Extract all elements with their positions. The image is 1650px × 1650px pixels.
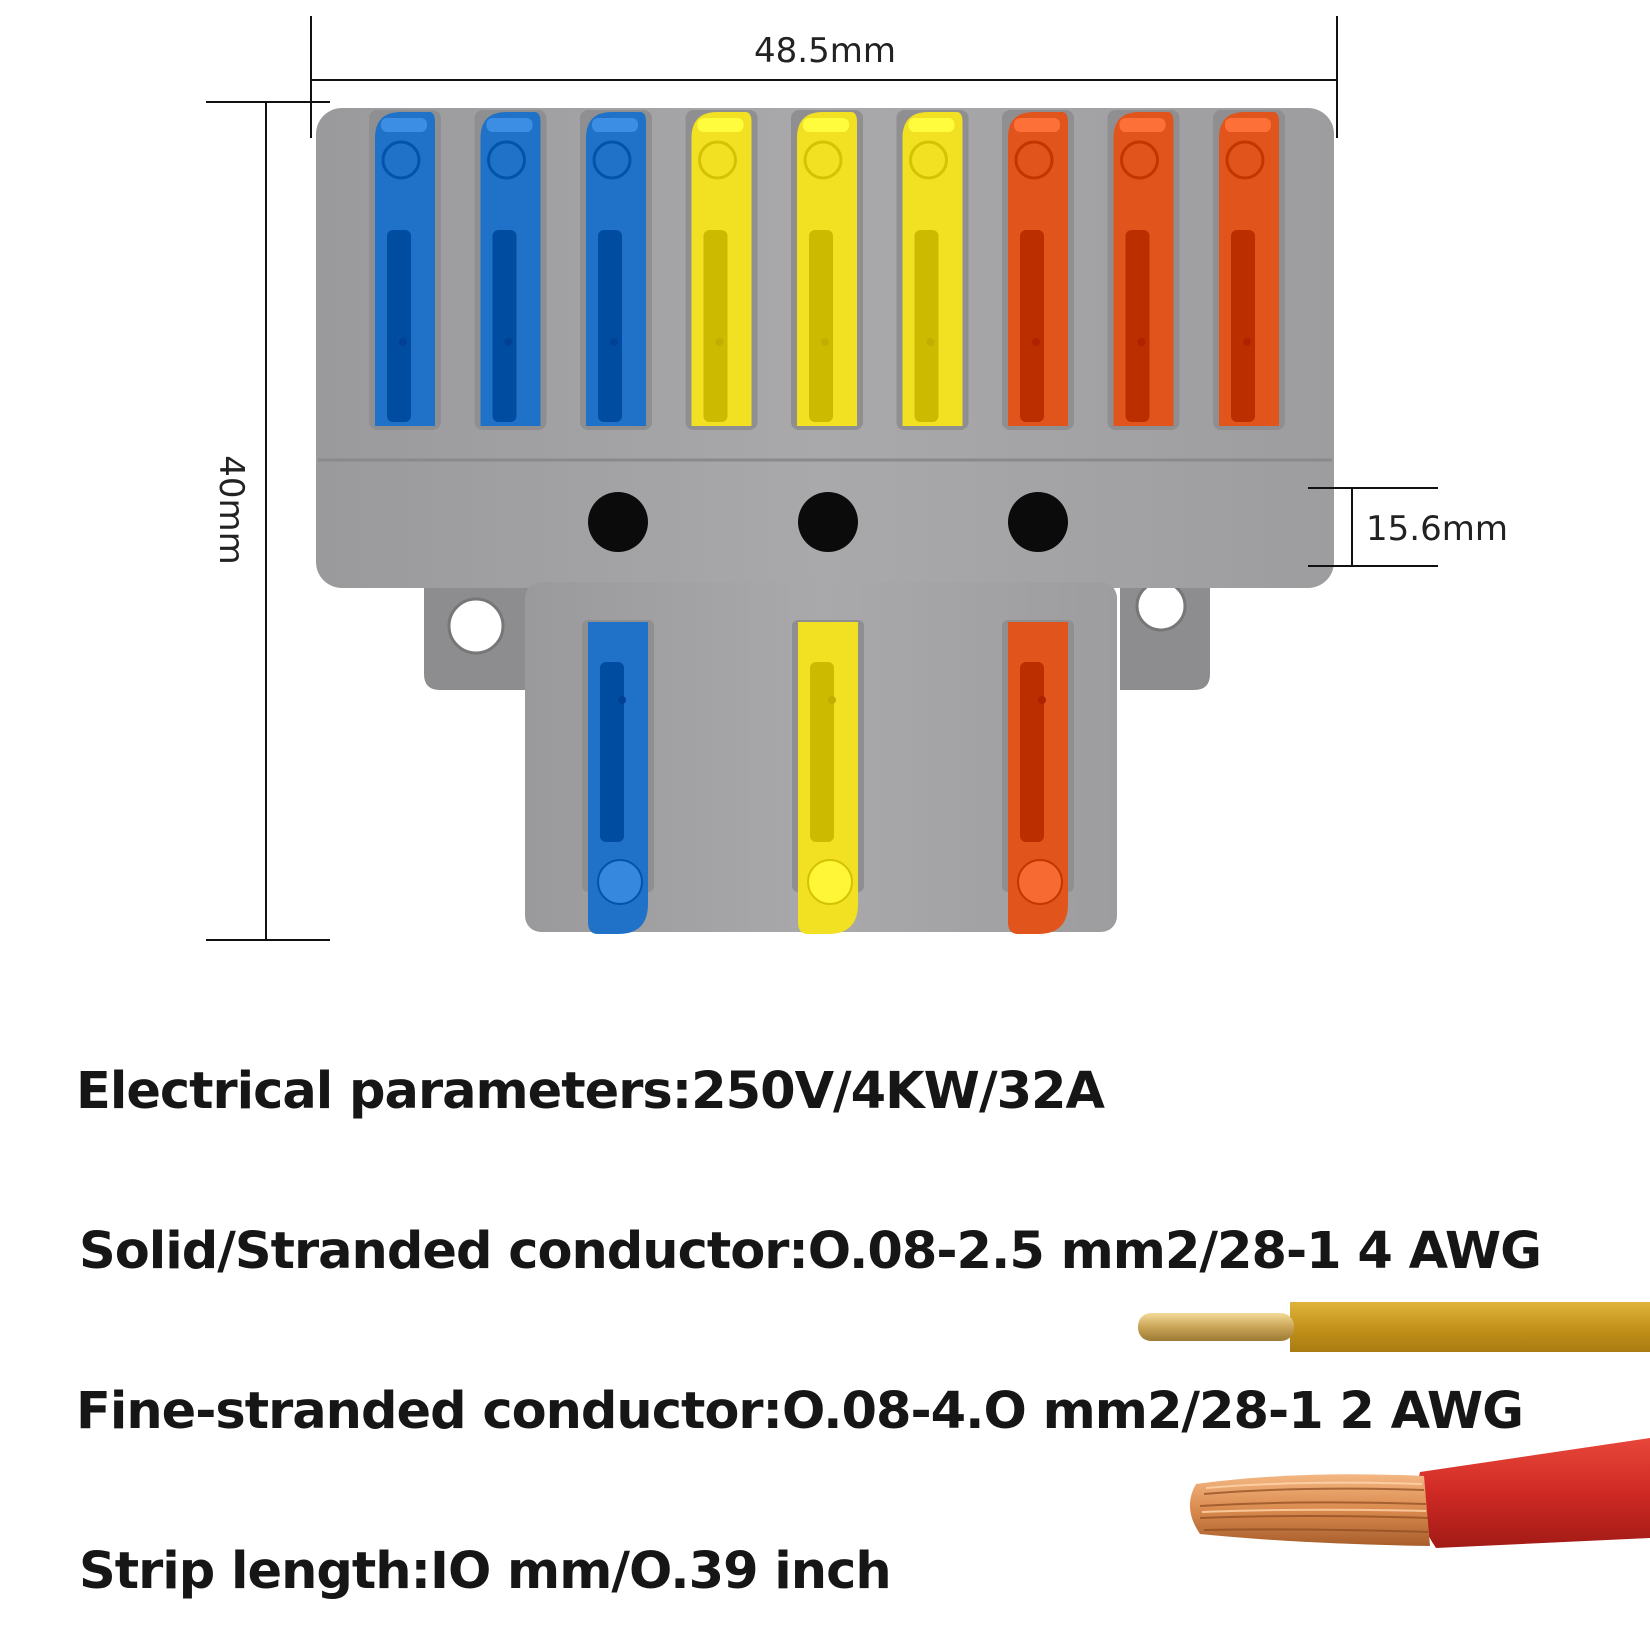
dimension-width-label: 48.5mm — [754, 31, 896, 71]
mounting-hole-right — [1135, 580, 1187, 632]
spec-fine-stranded-conductor: Fine-stranded conductor:O.08-4.O mm2/28-… — [76, 1382, 1524, 1441]
test-hole — [1008, 492, 1068, 552]
dimension-height-label: 40mm — [211, 455, 251, 565]
spec-electrical-parameters: Electrical parameters:250V/4KW/32A — [76, 1062, 1105, 1121]
lever-top-yellow[interactable] — [685, 110, 758, 430]
lever-top-yellow[interactable] — [791, 110, 863, 430]
lever-top-blue[interactable] — [369, 110, 441, 430]
solid-wire-image — [1138, 1302, 1650, 1352]
dimension-depth-label: 15.6mm — [1366, 509, 1508, 549]
lever-top-orange[interactable] — [1107, 110, 1180, 430]
lever-top-blue[interactable] — [474, 110, 547, 430]
lever-top-orange[interactable] — [1213, 110, 1285, 430]
test-hole — [588, 492, 648, 552]
lever-top-yellow[interactable] — [896, 110, 969, 430]
mounting-hole-left — [447, 597, 505, 655]
lever-bottom-blue[interactable] — [582, 620, 654, 934]
spec-solid-conductor: Solid/Stranded conductor:O.08-2.5 mm2/28… — [79, 1222, 1542, 1281]
dimension-height — [206, 101, 330, 941]
dimension-depth — [1308, 487, 1438, 567]
dimension-width — [310, 16, 1338, 138]
lever-top-orange[interactable] — [1002, 110, 1074, 430]
lever-bottom-yellow[interactable] — [792, 620, 864, 934]
top-lever-row — [369, 110, 1285, 430]
spec-strip-length: Strip length:IO mm/O.39 inch — [79, 1542, 892, 1601]
test-hole — [798, 492, 858, 552]
lever-bottom-orange[interactable] — [1002, 620, 1074, 934]
bottom-lever-row — [582, 620, 1074, 934]
stranded-wire-image — [1189, 1438, 1650, 1548]
lever-top-blue[interactable] — [580, 110, 652, 430]
